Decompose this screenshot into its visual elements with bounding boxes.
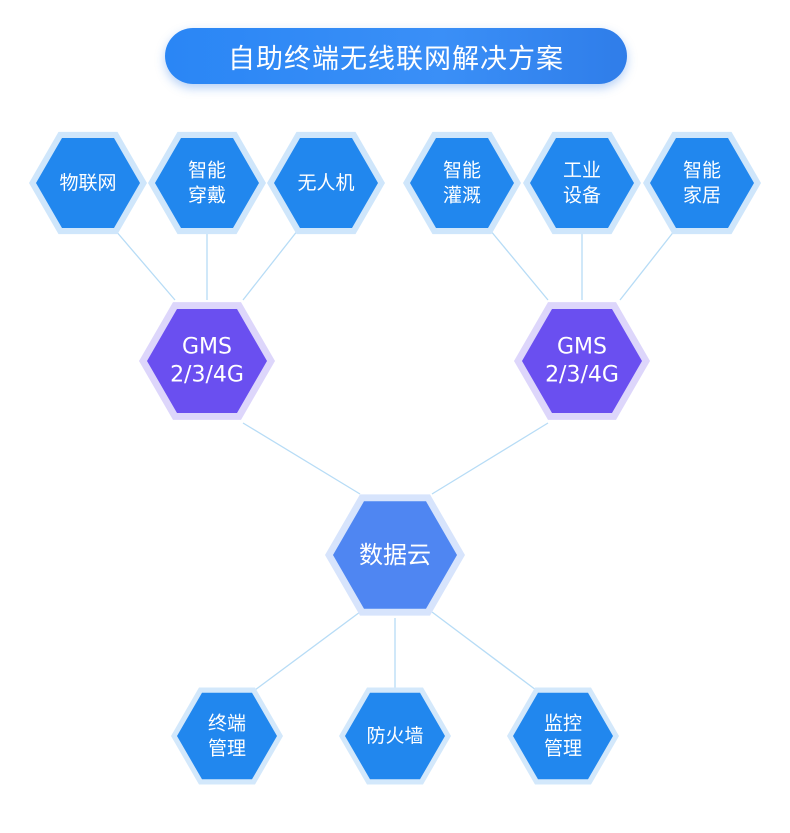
node-label: 无人机: [297, 172, 354, 194]
node-firewall: 防火墙: [339, 687, 451, 785]
node-label: 2/3/4G: [545, 363, 619, 388]
node-label: 2/3/4G: [170, 363, 244, 388]
link-iot-to-gateway_left: [114, 229, 176, 301]
node-label: 智能: [683, 160, 721, 182]
hexagon-shape: [345, 692, 445, 780]
node-label: 灌溉: [443, 185, 481, 207]
node-gateway-right: GMS 2/3/4G: [514, 302, 650, 420]
node-label: GMS: [557, 335, 607, 360]
node-label: 数据云: [359, 541, 431, 569]
node-cloud: 数据云: [325, 494, 465, 616]
link-smart_home-to-gateway_right: [619, 229, 676, 301]
diagram-title: 自助终端无线联网解决方案: [228, 43, 564, 75]
node-label: GMS: [182, 335, 232, 360]
node-label: 智能: [188, 160, 226, 182]
node-label: 工业: [563, 160, 601, 182]
link-gateway_right-to-cloud: [431, 422, 549, 495]
node-label: 管理: [544, 738, 582, 760]
hexagon-shape: [333, 501, 457, 609]
hexagon-shape: [530, 138, 634, 228]
node-label: 终端: [208, 713, 246, 735]
node-label: 防火墙: [366, 725, 423, 747]
hexagon-shape: [147, 309, 267, 413]
node-iot: 物联网: [29, 131, 147, 235]
connection-lines: [114, 229, 676, 691]
node-label: 家居: [683, 185, 721, 207]
title-banner: 自助终端无线联网解决方案: [165, 28, 627, 84]
link-drone-to-gateway_left: [242, 229, 299, 301]
hexagon-shape: [274, 138, 378, 228]
hexagon-shape: [410, 138, 514, 228]
node-label: 监控: [544, 713, 582, 735]
hexagon-shape: [522, 309, 642, 413]
node-label: 穿戴: [188, 185, 226, 207]
link-irrigation-to-gateway_right: [489, 229, 549, 301]
link-gateway_left-to-cloud: [242, 422, 361, 495]
hexagon-shape: [36, 138, 140, 228]
diagram-nodes: 物联网智能穿戴无人机智能灌溉工业设备智能家居GMS2/3/4GGMS2/3/4G…: [29, 131, 761, 785]
node-label: 设备: [563, 185, 601, 207]
node-label: 管理: [208, 738, 246, 760]
hexagon-shape: [177, 692, 277, 780]
link-cloud-to-terminal_mgmt: [254, 611, 361, 691]
hexagon-shape: [155, 138, 259, 228]
node-label: 智能: [443, 160, 481, 182]
node-label: 物联网: [59, 172, 116, 194]
node-drone: 无人机: [267, 131, 385, 235]
node-gateway-left: GMS 2/3/4G: [139, 302, 275, 420]
hexagon-shape: [513, 692, 613, 780]
link-cloud-to-monitor_mgmt: [431, 611, 537, 691]
hexagon-shape: [650, 138, 754, 228]
